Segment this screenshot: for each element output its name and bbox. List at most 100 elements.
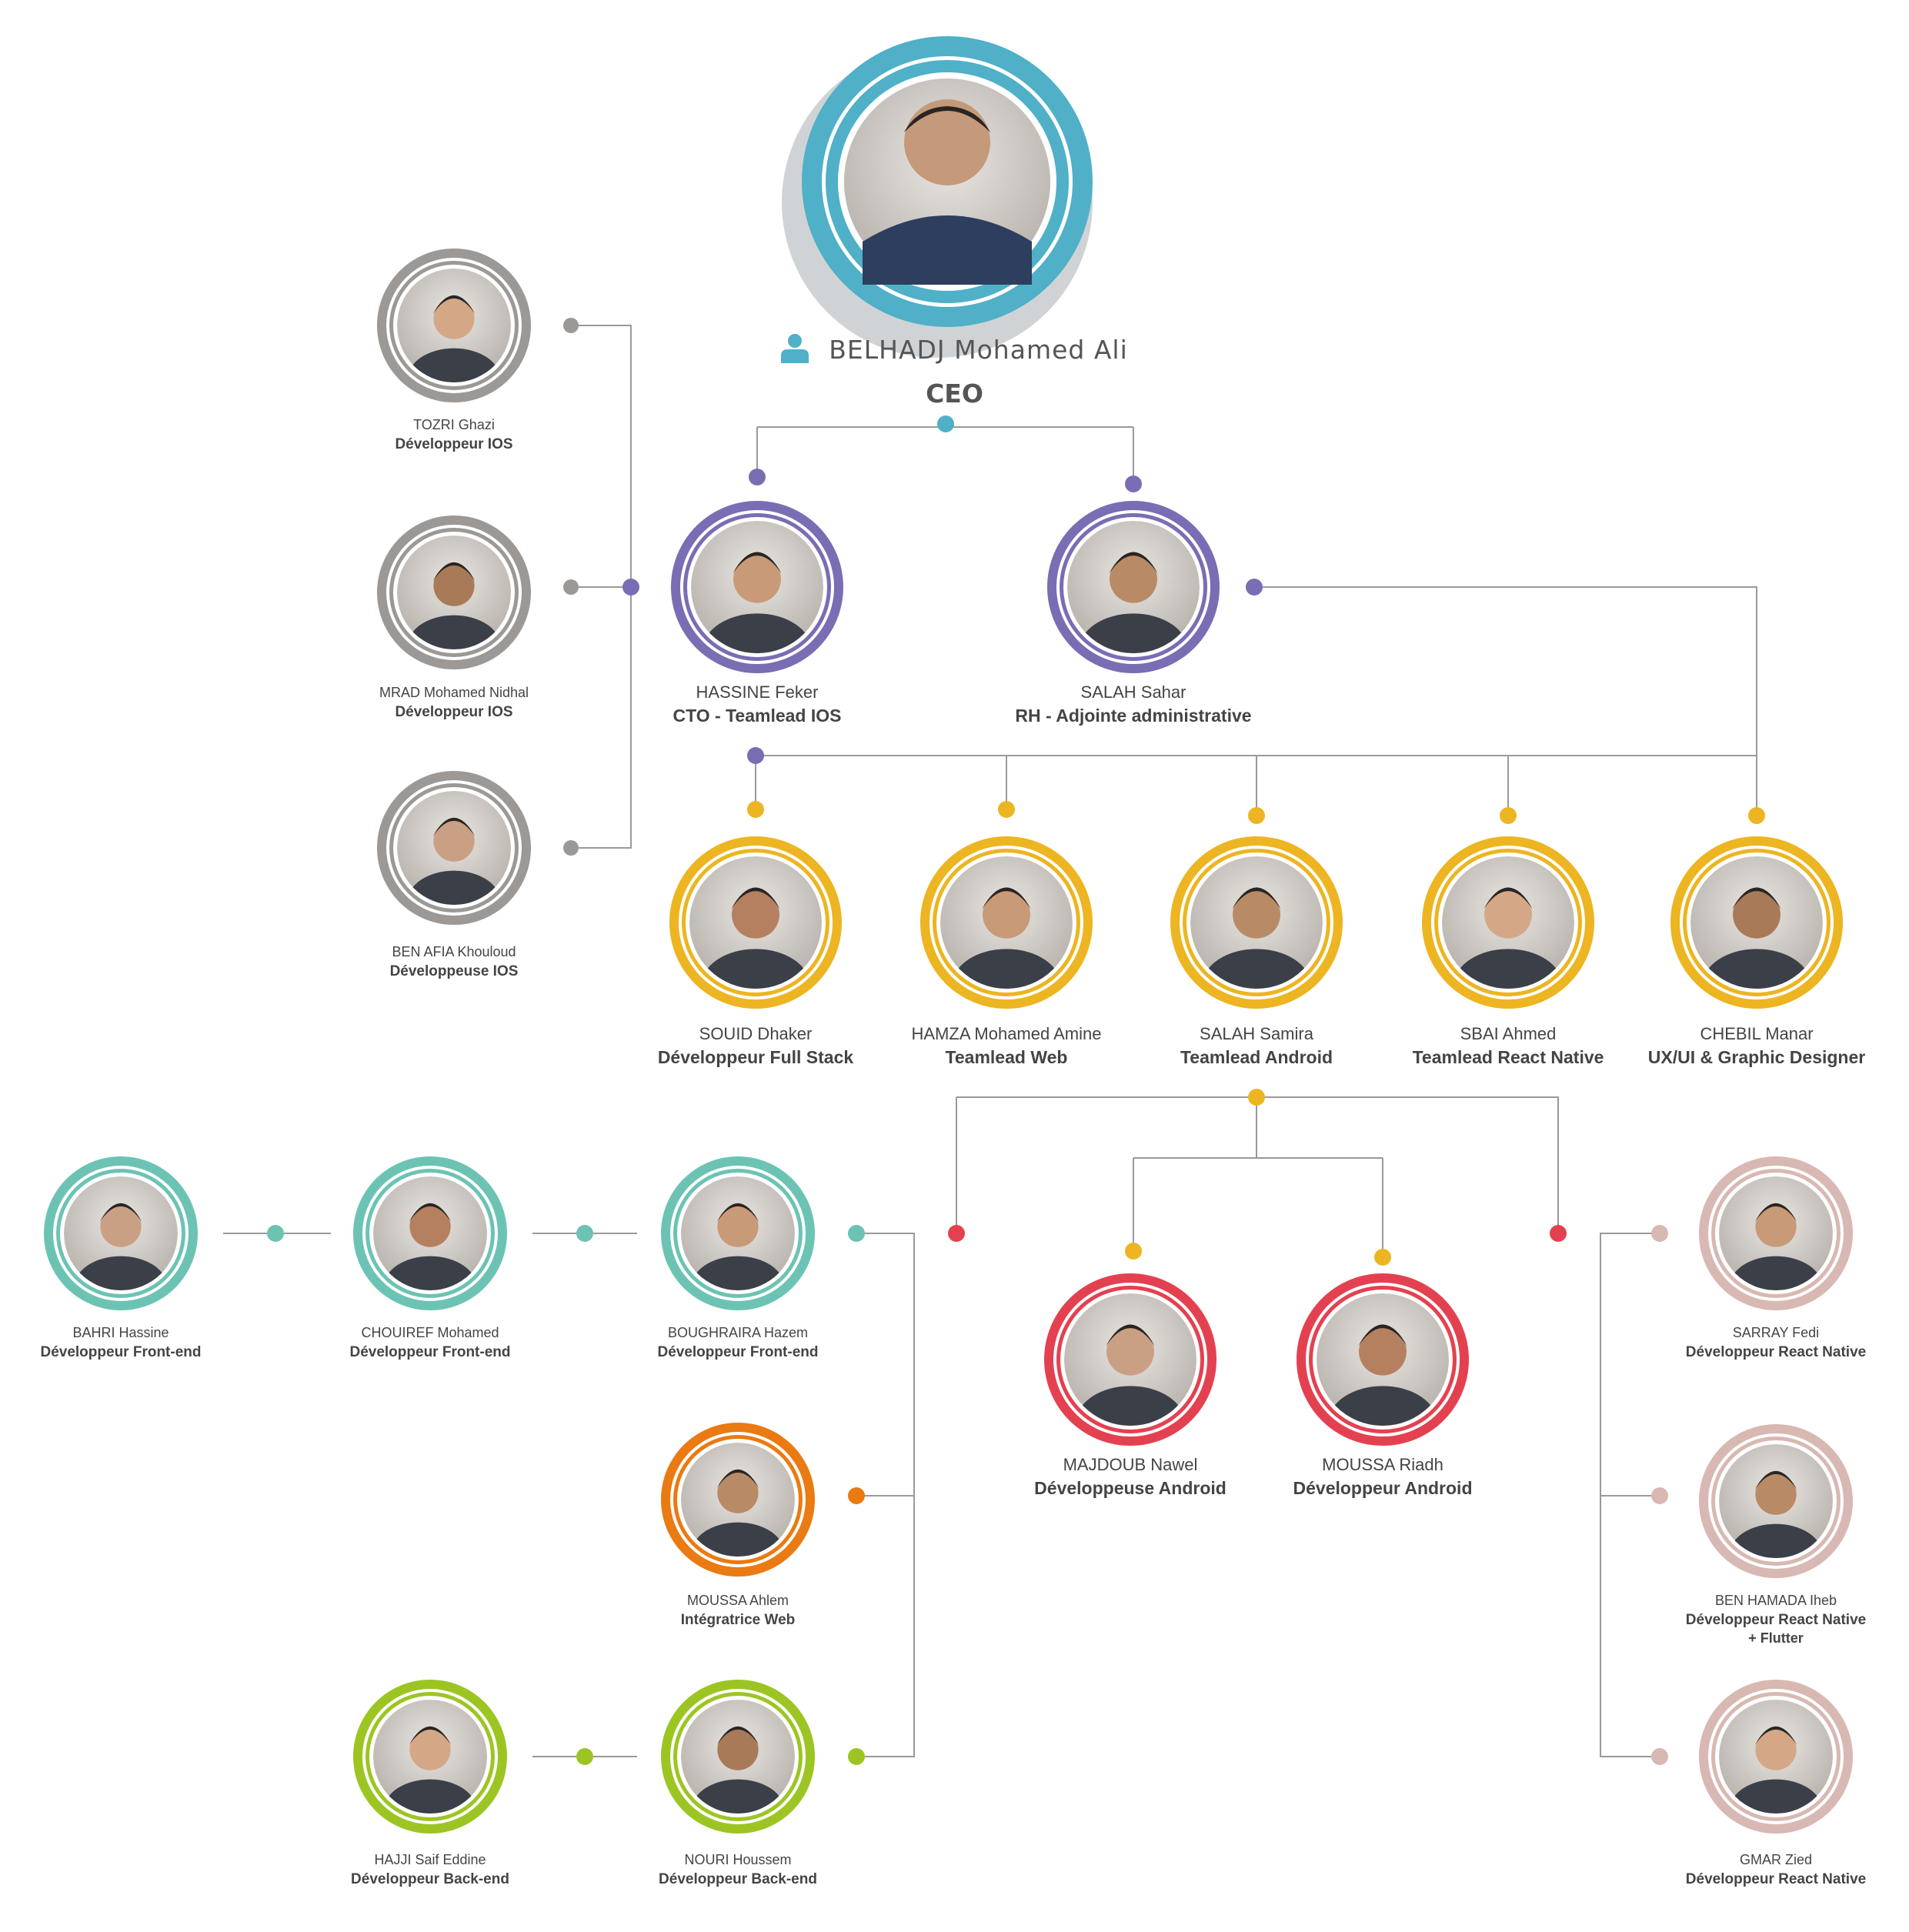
connector-dot — [1246, 579, 1263, 596]
connector-dot — [1248, 1089, 1265, 1106]
person-role: Développeuse Android — [1034, 1478, 1226, 1498]
connector-dot — [1374, 1249, 1391, 1266]
connector-dot — [747, 747, 764, 764]
person-role: Intégratrice Web — [680, 1612, 796, 1628]
person-name: HASSINE Feker — [696, 682, 819, 702]
person-icon — [781, 334, 809, 363]
person-role: Développeur React Native — [1685, 1871, 1867, 1887]
connector-dot — [1651, 1748, 1668, 1765]
person-node-chouiref-mohamed — [353, 1156, 507, 1310]
person-node-hassine-feker — [671, 501, 843, 673]
avatar — [689, 856, 822, 989]
connector-dots — [267, 318, 1765, 1765]
person-name: MOUSSA Riadh — [1322, 1455, 1443, 1474]
person-role: Teamlead Web — [945, 1047, 1068, 1067]
person-name: SOUID Dhaker — [699, 1024, 813, 1043]
person-role-extra: + Flutter — [1748, 1630, 1804, 1646]
person-node-majdoub-nawel — [1044, 1273, 1216, 1446]
connector-dot — [747, 801, 764, 818]
connector-dot — [848, 1748, 865, 1765]
person-name: BEN AFIA Khouloud — [392, 944, 516, 959]
person-node-ben-afia-khouloud — [377, 771, 531, 925]
person-role: Teamlead React Native — [1412, 1047, 1604, 1067]
connector-dot — [1651, 1487, 1668, 1504]
person-role: CTO - Teamlead IOS — [672, 706, 842, 726]
person-node-salah-samira — [1170, 836, 1343, 1009]
person-node-boughraira-hazem — [661, 1156, 815, 1310]
avatar — [1719, 1444, 1833, 1558]
person-node-gmar-zied — [1699, 1680, 1853, 1834]
avatar — [681, 1176, 795, 1290]
person-role: Développeur Front-end — [657, 1344, 819, 1360]
avatar — [1690, 856, 1823, 989]
person-name: SALAH Sahar — [1080, 682, 1186, 702]
avatar — [1317, 1293, 1449, 1426]
person-role: RH - Adjointe administrative — [1015, 706, 1252, 726]
person-node-salah-sahar — [1047, 501, 1220, 673]
avatar — [681, 1700, 795, 1814]
person-role: Développeur IOS — [395, 436, 513, 452]
person-node-hajji-saif — [353, 1680, 507, 1834]
person-name: BEN HAMADA Iheb — [1714, 1593, 1837, 1608]
connector-dot — [1248, 807, 1265, 824]
connector-dot — [1550, 1225, 1567, 1242]
person-node-mrad-nidhal — [377, 516, 531, 669]
person-name: TOZRI Ghazi — [413, 417, 495, 432]
connector-dot — [848, 1487, 865, 1504]
person-role: Développeur IOS — [395, 704, 513, 720]
ceo-title: CEO — [926, 379, 983, 409]
person-node-sbai-ahmed — [1422, 836, 1594, 1009]
ceo-avatar — [844, 78, 1050, 285]
person-name: MRAD Mohamed Nidhal — [379, 685, 529, 700]
person-name: SBAI Ahmed — [1460, 1024, 1557, 1043]
ceo-name-label: BELHADJ Mohamed Ali — [0, 332, 1909, 365]
avatar — [397, 791, 511, 905]
person-name: BAHRI Hassine — [72, 1325, 169, 1340]
avatar — [373, 1176, 487, 1290]
ceo-name: BELHADJ Mohamed Ali — [829, 335, 1128, 365]
connector-dot — [563, 318, 579, 333]
avatar — [373, 1700, 487, 1814]
person-name: NOURI Houssem — [684, 1852, 792, 1867]
avatar — [940, 856, 1073, 989]
person-node-nouri-houssem — [661, 1680, 815, 1834]
avatar — [1719, 1176, 1833, 1290]
person-node-sarray-fedi — [1699, 1156, 1853, 1310]
connector-dot — [948, 1225, 965, 1242]
person-name: CHOUIREF Mohamed — [361, 1325, 499, 1340]
ceo-node — [782, 36, 1093, 358]
person-role: Développeur Full Stack — [657, 1047, 854, 1067]
avatar — [397, 269, 511, 382]
person-node-tozri-ghazi — [377, 249, 531, 402]
person-node-souid-dhaker — [669, 836, 842, 1009]
avatar — [1190, 856, 1323, 989]
person-role: Développeur Back-end — [351, 1871, 509, 1887]
connector-dot — [576, 1748, 593, 1765]
connector-dot — [267, 1225, 284, 1242]
person-role: Développeur Back-end — [659, 1871, 817, 1887]
connector-dot — [1125, 1243, 1142, 1260]
person-name: GMAR Zied — [1739, 1852, 1813, 1867]
avatar — [691, 521, 823, 653]
person-label-salah-sahar: SALAH Sahar RH - Adjointe administrative — [933, 681, 1333, 727]
person-role: Développeur React Native — [1685, 1344, 1867, 1360]
person-role: Développeur Android — [1293, 1478, 1473, 1498]
person-node-hamza-amine — [920, 836, 1093, 1009]
person-name: CHEBIL Manar — [1700, 1024, 1814, 1043]
person-role: Développeur Front-end — [40, 1344, 202, 1360]
connector-dot — [1651, 1225, 1668, 1242]
connector-dot — [998, 801, 1015, 818]
person-name: MOUSSA Ahlem — [686, 1593, 789, 1608]
